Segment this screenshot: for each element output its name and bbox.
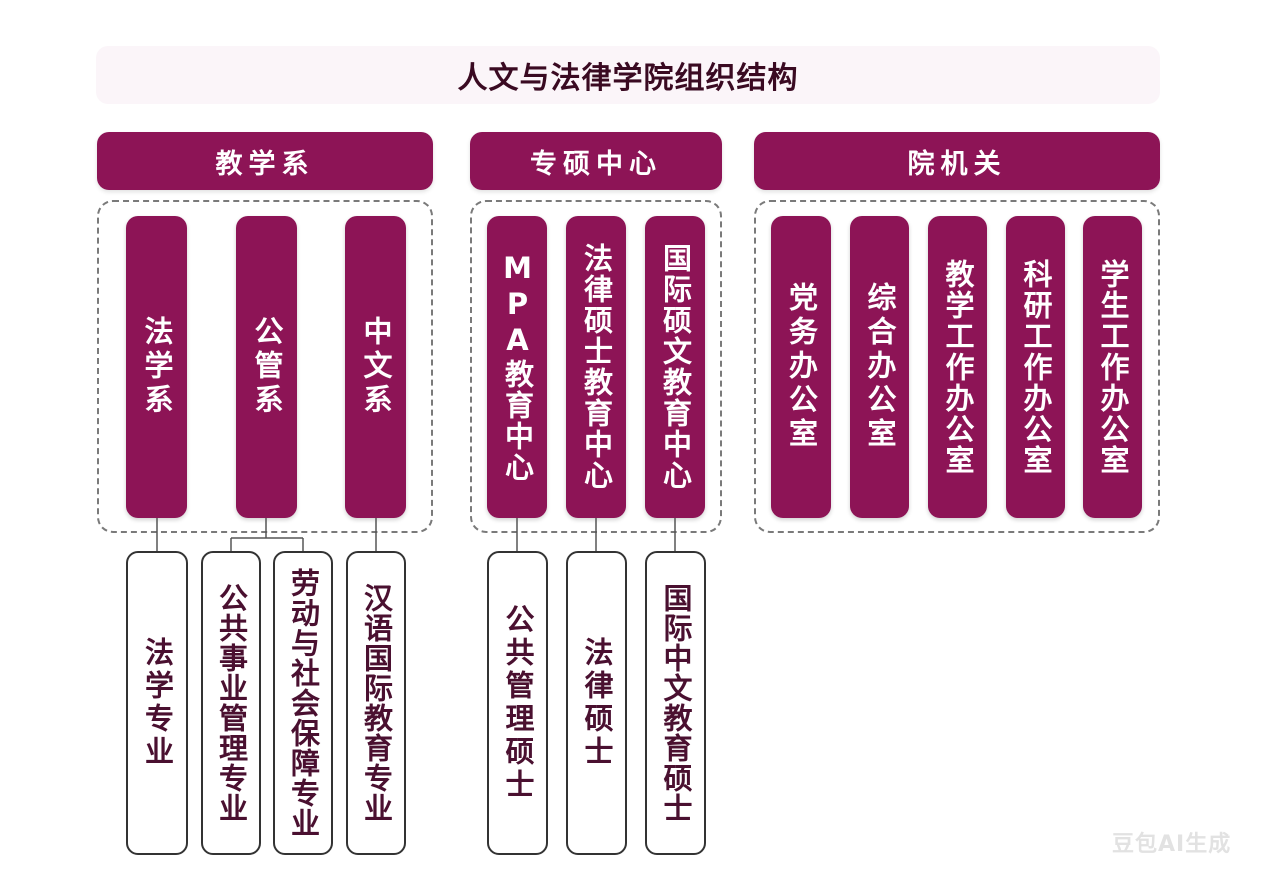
program-public-administration-master: 公共管理硕士 (487, 551, 548, 855)
unit-research-affairs-office: 科研工作办公室 (1006, 216, 1065, 518)
unit-chinese-department: 中文系 (345, 216, 406, 518)
unit-law-department: 法学系 (126, 216, 187, 518)
unit-law-master-education-center: 法律硕士教育中心 (566, 216, 626, 518)
group-box-college-offices (754, 200, 1160, 533)
program-chinese-international-education-major: 汉语国际教育专业 (346, 551, 406, 855)
unit-public-management-department: 公管系 (236, 216, 297, 518)
unit-teaching-affairs-office: 教学工作办公室 (928, 216, 987, 518)
group-header-college-offices: 院机关 (754, 132, 1160, 190)
unit-mpa-education-center: MPA教育中心 (487, 216, 547, 518)
page-title: 人文与法律学院组织结构 (96, 46, 1160, 104)
unit-party-affairs-office: 党务办公室 (771, 216, 831, 518)
program-law-major: 法学专业 (126, 551, 188, 855)
unit-international-master-education-center: 国际硕文教育中心 (645, 216, 705, 518)
unit-student-affairs-office: 学生工作办公室 (1083, 216, 1142, 518)
program-law-master: 法律硕士 (566, 551, 627, 855)
program-public-affairs-management-major: 公共事业管理专业 (201, 551, 261, 855)
group-header-teaching-departments: 教学系 (97, 132, 433, 190)
unit-general-office: 综合办公室 (850, 216, 909, 518)
group-box-teaching-departments (97, 200, 433, 533)
watermark: 豆包AI生成 (1112, 832, 1232, 857)
group-header-professional-master-centers: 专硕中心 (470, 132, 722, 190)
program-international-chinese-education-master: 国际中文教育硕士 (645, 551, 706, 855)
program-labor-social-security-major: 劳动与社会保障专业 (273, 551, 333, 855)
